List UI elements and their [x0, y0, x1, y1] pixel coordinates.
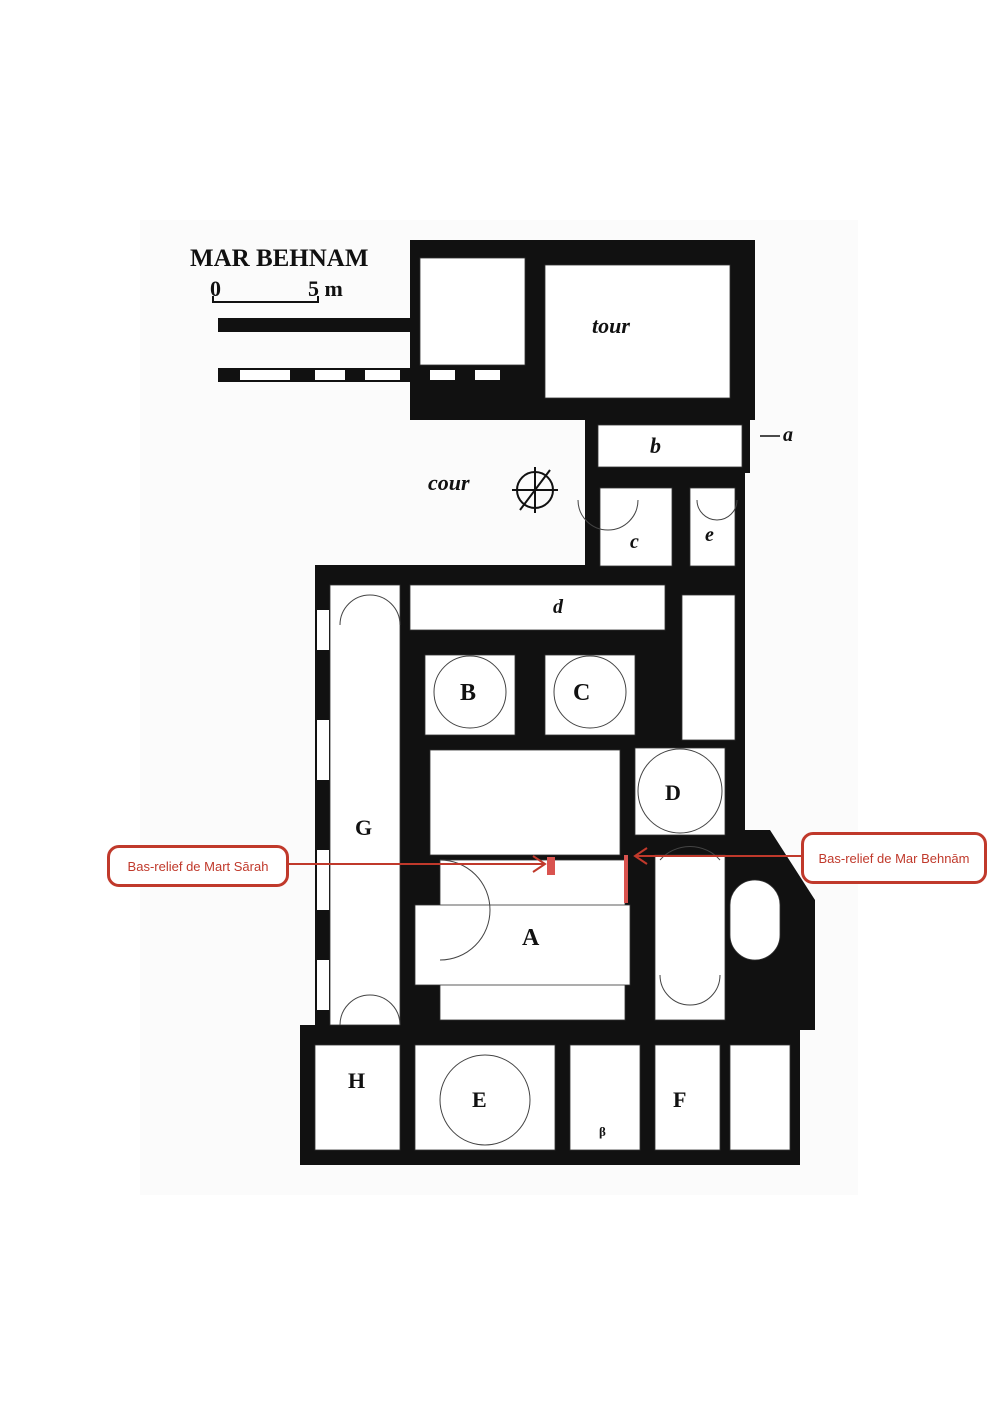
- label-d: d: [553, 596, 564, 618]
- label-A: A: [522, 925, 540, 951]
- label-b: b: [650, 433, 661, 458]
- callout-mar-behnam: Bas-relief de Mar Behnām: [801, 832, 987, 884]
- label-G: G: [355, 815, 372, 840]
- plan-title: MAR BEHNAM: [190, 245, 368, 272]
- label-a: a: [783, 424, 793, 446]
- mart-sarah-relief-marker: [547, 857, 555, 875]
- label-D: D: [665, 780, 681, 805]
- compass-icon: [512, 467, 558, 513]
- label-E: E: [472, 1087, 487, 1112]
- callout-mart-sarah: Bas-relief de Mart Sārah: [107, 845, 289, 887]
- label-C: C: [573, 680, 590, 706]
- label-beta: β: [599, 1124, 606, 1139]
- scale-five: 5 m: [308, 276, 343, 301]
- rooms: [314, 257, 791, 1151]
- callout-arrows: [289, 847, 801, 873]
- label-tour: tour: [592, 313, 630, 338]
- mar-behnam-relief-marker: [624, 855, 628, 903]
- label-B: B: [460, 680, 476, 706]
- label-H: H: [348, 1068, 365, 1093]
- scale-bar: [212, 296, 319, 303]
- label-F: F: [673, 1087, 686, 1112]
- scale-zero: 0: [210, 276, 221, 301]
- label-cour: cour: [428, 470, 470, 495]
- label-e: e: [705, 524, 714, 546]
- label-c: c: [630, 531, 639, 553]
